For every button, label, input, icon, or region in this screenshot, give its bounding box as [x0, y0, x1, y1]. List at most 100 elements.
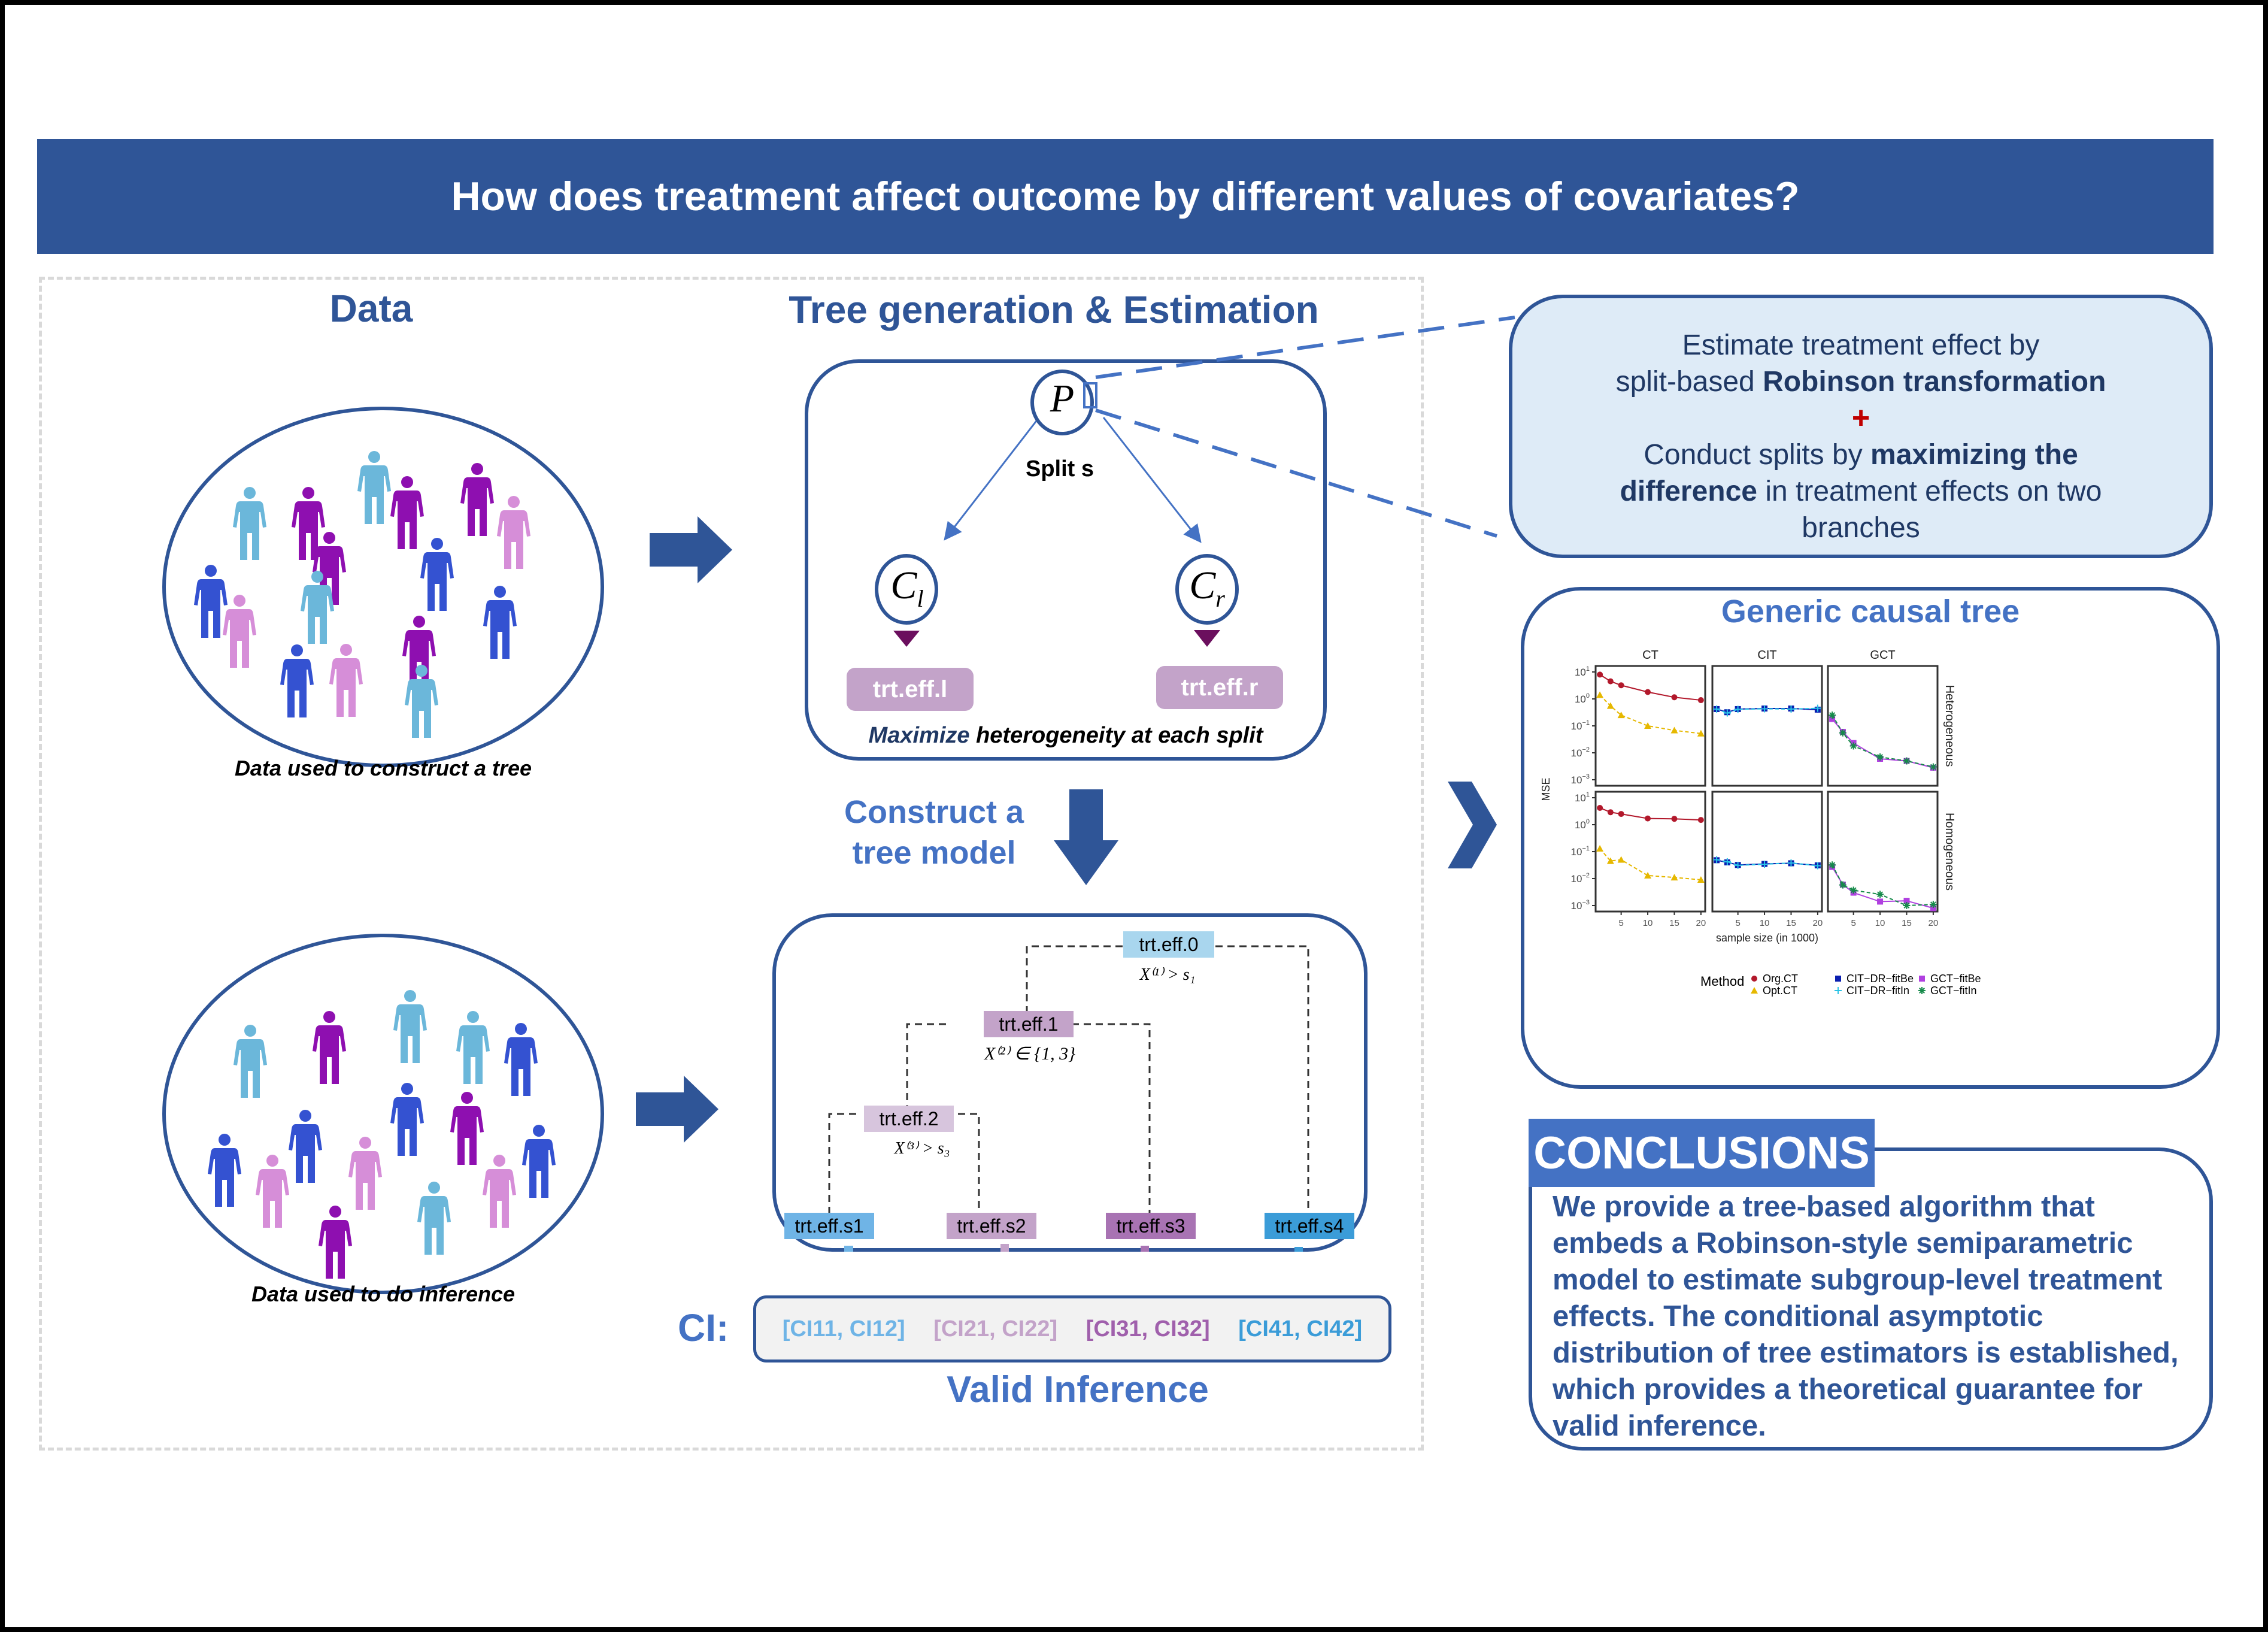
- data-heading: Data: [329, 287, 413, 330]
- marker-CIT-DR-fitIn: [1761, 705, 1769, 713]
- marker-GCT-fitIn: [1839, 729, 1846, 737]
- marker-Opt.CT: [1644, 871, 1652, 879]
- marker-Org.CT: [1645, 689, 1651, 695]
- marker-CIT-DR-fitIn: [1787, 859, 1795, 867]
- facet-col-label: CIT: [1757, 649, 1776, 662]
- marker-Opt.CT: [1617, 711, 1625, 719]
- marker-GCT-fitIn: [1849, 886, 1857, 894]
- tree-node-box-s4: [1265, 1213, 1354, 1239]
- right-branch-arrow: [1102, 417, 1202, 543]
- split-highlight: [1083, 382, 1097, 408]
- marker-GCT-fitIn: [1829, 861, 1836, 869]
- expl-line3-pre: Conduct splits by: [1644, 439, 1871, 471]
- y-axis-label: MSE: [1540, 777, 1552, 801]
- marker-GCT-fitIn: [1829, 711, 1836, 719]
- tree-model-diagram: [784, 931, 1354, 1252]
- methodology-panel: [39, 277, 1424, 1451]
- person-icon: [301, 571, 334, 644]
- expl-line2-bold: Robinson transformation: [1763, 366, 2106, 398]
- marker-Org.CT: [1671, 694, 1678, 701]
- person-icon: [390, 476, 424, 549]
- leaf-trt-eff-s3: trt.eff.s3: [1116, 1215, 1185, 1237]
- marker-CIT-DR-fitIn: [1761, 861, 1769, 868]
- marker-GCT-fitBe: [1919, 976, 1925, 982]
- expl-line2: split-based Robinson transformation: [1512, 364, 2209, 400]
- person-icon: [417, 1182, 451, 1255]
- tree-node-box-s2: [947, 1213, 1036, 1239]
- right-child-sub: r: [1215, 585, 1225, 613]
- y-tick-label: 100: [1575, 818, 1590, 831]
- x-tick-label: 5: [1735, 918, 1740, 928]
- person-icon: [497, 496, 530, 569]
- valid-inference-label: Valid Inference: [947, 1369, 1209, 1410]
- left-effect-box: [847, 668, 974, 711]
- person-icon: [280, 644, 314, 717]
- marker-Org.CT: [1697, 697, 1704, 704]
- series-line-Opt.CT: [1599, 848, 1701, 881]
- training-data-caption: Data used to construct a tree: [234, 756, 532, 780]
- marker-GCT-fitIn: [1876, 753, 1884, 761]
- left-child-sub: l: [917, 585, 924, 613]
- marker-Org.CT: [1645, 815, 1651, 822]
- marker-Org.CT: [1597, 804, 1603, 811]
- legend-entry-label: GCT−fitBe: [1930, 973, 1981, 985]
- plus-icon: +: [1851, 401, 1870, 435]
- maximize-caption: Maximize heterogeneity at each split: [814, 723, 1317, 749]
- y-tick-label: 10−3: [1571, 899, 1590, 912]
- marker-Opt.CT: [1697, 876, 1705, 883]
- marker-Org.CT: [1618, 811, 1624, 817]
- person-icon: [234, 1025, 267, 1098]
- left-child-node: [875, 554, 938, 625]
- marker-Org.CT: [1607, 678, 1614, 685]
- expl-line4: difference in treatment effects on two: [1512, 473, 2209, 510]
- marker-Org.CT: [1697, 817, 1704, 823]
- conclusions-text: We provide a tree-based algorithm that e…: [1553, 1191, 2179, 1442]
- right-effect-label: trt.eff.r: [1181, 674, 1259, 701]
- y-tick-label: 100: [1575, 692, 1590, 705]
- person-icon: [420, 538, 454, 611]
- tree-node-box-s3: [1106, 1213, 1196, 1239]
- legend-entry-label: CIT−DR−fitBe: [1846, 973, 1914, 985]
- legend-entry-label: CIT−DR−fitIn: [1846, 985, 1909, 997]
- legend-title: Method: [1700, 974, 1744, 989]
- marker-Opt.CT: [1670, 726, 1678, 734]
- node-trt-eff-1: trt.eff.1: [999, 1013, 1059, 1035]
- expl-line3-bold: maximizing the: [1870, 439, 2078, 471]
- leaf-trt-eff-s2: trt.eff.s2: [957, 1215, 1026, 1237]
- marker-GCT-fitBe: [1930, 905, 1936, 912]
- construct-label: Construct a tree model: [820, 792, 1048, 873]
- x-tick-label: 5: [1851, 918, 1855, 928]
- callout-lines: [1095, 316, 1515, 538]
- marker-Opt.CT: [1596, 844, 1604, 852]
- person-icon: [456, 1011, 490, 1084]
- x-tick-label: 15: [1902, 918, 1912, 928]
- right-child-label: Cr: [1180, 563, 1234, 613]
- left-child-label: Cl: [880, 563, 934, 613]
- leaf-trt-eff-s1: trt.eff.s1: [795, 1215, 864, 1237]
- marker-GCT-fitIn: [1918, 987, 1926, 994]
- person-icon: [483, 586, 517, 659]
- x-tick-label: 5: [1618, 918, 1623, 928]
- tree-node-box-n0: [1123, 931, 1214, 958]
- person-icon: [522, 1125, 556, 1198]
- expl-line5: branches: [1802, 512, 1920, 544]
- marker-CIT-DR-fitIn: [1814, 862, 1821, 870]
- marker-CIT-DR-fitIn: [1734, 706, 1742, 713]
- expl-line4-bold: difference: [1620, 476, 1757, 507]
- marker-GCT-fitIn: [1903, 902, 1911, 909]
- x-tick-label: 20: [1696, 918, 1706, 928]
- explanation-box: Estimate treatment effect by split-based…: [1509, 295, 2213, 558]
- conclusions-label: CONCLUSIONS: [1529, 1119, 1875, 1187]
- person-icon: [289, 1110, 322, 1183]
- person-icon: [313, 1011, 346, 1084]
- tree-node-box-n2: [864, 1106, 954, 1132]
- expl-line2-pre: split-based: [1615, 366, 1763, 398]
- right-child-letter: C: [1189, 564, 1216, 607]
- marker-Opt.CT: [1606, 702, 1614, 709]
- leaf-trt-eff-s4: trt.eff.s4: [1275, 1215, 1344, 1237]
- legend-entry-label: Opt.CT: [1763, 985, 1797, 997]
- x-tick-label: 10: [1875, 918, 1885, 928]
